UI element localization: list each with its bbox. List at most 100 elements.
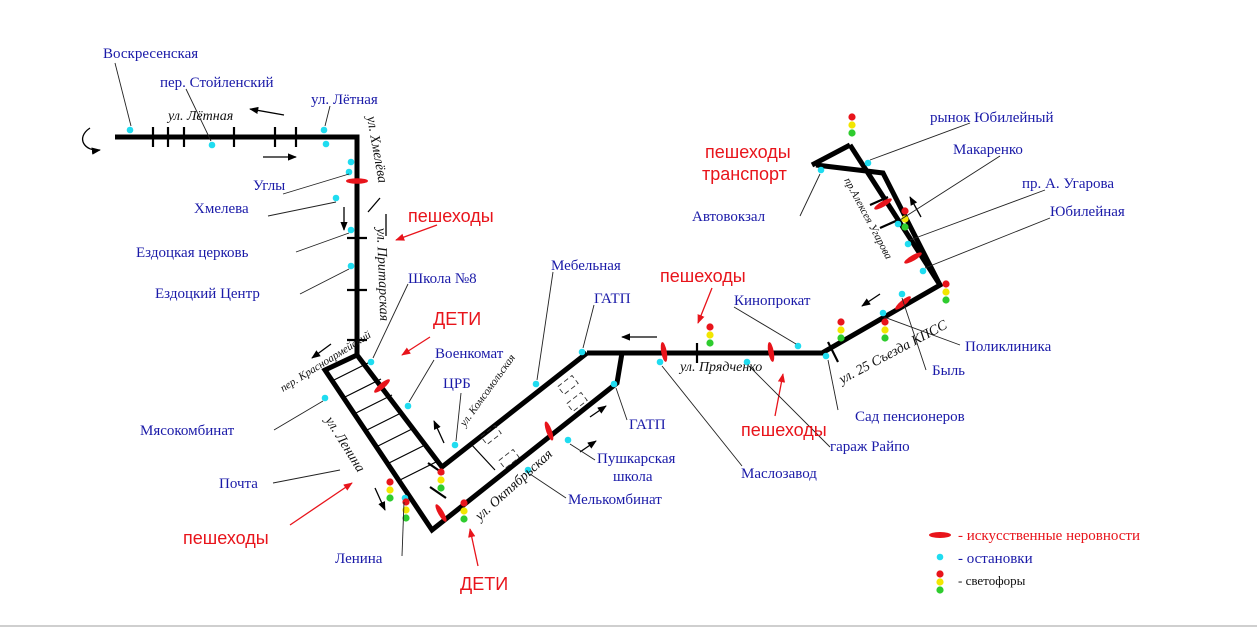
warning-arrow-icon bbox=[468, 528, 479, 567]
legend-stop-icon bbox=[936, 553, 944, 561]
stop-dot[interactable] bbox=[898, 290, 906, 298]
turnaround-arrow-icon bbox=[81, 127, 101, 155]
warning-peshehody-4: пешеходы bbox=[741, 420, 827, 440]
arrow-icon bbox=[249, 106, 285, 116]
stop-dot[interactable] bbox=[524, 466, 532, 474]
stop-label-tsrb: ЦРБ bbox=[443, 376, 471, 392]
arrow-icon bbox=[589, 405, 607, 418]
stop-label-rynok-yubileyny: рынок Юбилейный bbox=[930, 110, 1054, 126]
stop-dot[interactable] bbox=[126, 126, 134, 134]
stop-dot[interactable] bbox=[404, 402, 412, 410]
stop-dot[interactable] bbox=[578, 348, 586, 356]
stop-dot[interactable] bbox=[347, 158, 355, 166]
warning-peshehody-transport-2: транспорт bbox=[702, 164, 787, 184]
stop-dot[interactable] bbox=[347, 226, 355, 234]
stop-dot[interactable] bbox=[610, 380, 618, 388]
traffic-light-icon bbox=[942, 280, 950, 304]
stop-dot[interactable] bbox=[332, 194, 340, 202]
direction-arrows bbox=[81, 106, 922, 511]
street-label-ugarova: пр.Алексея Угарова bbox=[841, 176, 894, 262]
legend-bump-icon bbox=[929, 532, 951, 538]
stop-label-pushkarskaya-2: школа bbox=[613, 469, 653, 485]
stop-label-pochta: Почта bbox=[219, 476, 258, 492]
stop-label-avtovokzal: Автовокзал bbox=[692, 209, 766, 225]
stop-label-pushkarskaya-1: Пушкарская bbox=[597, 451, 675, 467]
warning-deti-2: ДЕТИ bbox=[460, 574, 508, 594]
warning-deti-1: ДЕТИ bbox=[433, 309, 481, 329]
stop-label-kinoprokat: Кинопрокат bbox=[734, 293, 811, 309]
stop-dot[interactable] bbox=[794, 342, 802, 350]
traffic-light-icon bbox=[837, 318, 845, 342]
legend: - искусственные неровности - остановки -… bbox=[929, 528, 1140, 594]
warning-peshehody-3: пешеходы bbox=[660, 266, 746, 286]
arrow-icon bbox=[433, 420, 445, 444]
stop-dot[interactable] bbox=[347, 262, 355, 270]
route-ugarova-top bbox=[810, 142, 852, 168]
stop-dot[interactable] bbox=[894, 220, 902, 228]
arrow-icon bbox=[367, 197, 381, 213]
stop-dot[interactable] bbox=[345, 168, 353, 176]
stop-label-myasokombinat: Мясокомбинат bbox=[140, 423, 235, 439]
stop-label-maslozavod: Маслозавод bbox=[741, 466, 817, 482]
stop-dot[interactable] bbox=[919, 267, 927, 275]
traffic-light-icon bbox=[386, 478, 394, 502]
stop-label-ezdotsky-tsentr: Ездоцкий Центр bbox=[155, 286, 260, 302]
stop-dot[interactable] bbox=[451, 441, 459, 449]
stop-label-gatp-2: ГАТП bbox=[629, 417, 666, 433]
stop-dot[interactable] bbox=[743, 358, 751, 366]
stop-dot[interactable] bbox=[532, 380, 540, 388]
street-labels: ул. Лётная ул. Хмелёва ул. Притарская пе… bbox=[166, 109, 950, 525]
stop-label-hmeleva: Хмелева bbox=[194, 201, 249, 217]
stop-dot[interactable] bbox=[564, 436, 572, 444]
stop-dot[interactable] bbox=[208, 141, 216, 149]
route-ugarova bbox=[847, 143, 943, 287]
bump-marker bbox=[904, 252, 922, 264]
legend-traffic-light-icon bbox=[936, 570, 944, 594]
stop-dot[interactable] bbox=[656, 358, 664, 366]
stop-label-voenkomat: Военкомат bbox=[435, 346, 504, 362]
traffic-light-icon bbox=[460, 499, 468, 523]
stop-dot[interactable] bbox=[321, 394, 329, 402]
stop-label-ugarova: пр. А. Угарова bbox=[1022, 176, 1114, 192]
stop-dot[interactable] bbox=[322, 140, 330, 148]
traffic-light-icon bbox=[437, 468, 445, 492]
legend-lights-label: - светофоры bbox=[958, 573, 1026, 588]
leader-lines bbox=[114, 62, 1051, 557]
bump-marker bbox=[895, 296, 911, 310]
traffic-light-icon bbox=[881, 318, 889, 342]
stop-dot[interactable] bbox=[367, 358, 375, 366]
warning-peshehody-transport-1: пешеходы bbox=[705, 142, 791, 162]
stop-label-yubileynaya: Юбилейная bbox=[1050, 204, 1125, 220]
stop-label-melkombinat: Мелькомбинат bbox=[568, 492, 662, 508]
stops bbox=[126, 126, 927, 502]
stop-label-sad-pensionerov: Сад пенсионеров bbox=[855, 409, 965, 425]
warning-peshehody-1: пешеходы bbox=[408, 206, 494, 226]
street-label-hmeleva: ул. Хмелёва bbox=[363, 113, 390, 184]
bump-marker bbox=[660, 342, 668, 362]
traffic-light-icon bbox=[848, 113, 856, 137]
stop-label-garazh-raypo: гараж Райпо bbox=[830, 439, 910, 455]
warning-labels: пешеходы ДЕТИ пешеходы ДЕТИ пешеходы пеш… bbox=[183, 142, 827, 594]
stop-dot[interactable] bbox=[879, 309, 887, 317]
stop-dot[interactable] bbox=[817, 166, 825, 174]
stop-label-byl: Быль bbox=[932, 363, 965, 379]
stop-label-ugly: Углы bbox=[253, 178, 285, 194]
bump-marker bbox=[374, 379, 390, 393]
stop-dot[interactable] bbox=[864, 159, 872, 167]
street-label-letnaya: ул. Лётная bbox=[166, 109, 233, 124]
speed-bumps bbox=[346, 178, 922, 522]
stop-dot[interactable] bbox=[822, 352, 830, 360]
bump-marker bbox=[767, 342, 775, 362]
arrow-icon bbox=[311, 343, 332, 359]
stop-label-voskresenskaya: Воскресенская bbox=[103, 46, 198, 62]
bump-marker bbox=[874, 198, 892, 210]
arrow-icon bbox=[374, 487, 386, 511]
street-label-pryadchenko: ул. Прядченко bbox=[678, 360, 762, 375]
route-pritarskaya bbox=[355, 351, 589, 471]
stop-label-makarenko: Макаренко bbox=[953, 142, 1023, 158]
legend-stops-label: - остановки bbox=[958, 551, 1033, 567]
stop-dot[interactable] bbox=[904, 240, 912, 248]
traffic-light-icon bbox=[706, 323, 714, 347]
stop-label-poliklinika: Поликлиника bbox=[965, 339, 1052, 355]
stop-dot[interactable] bbox=[320, 126, 328, 134]
